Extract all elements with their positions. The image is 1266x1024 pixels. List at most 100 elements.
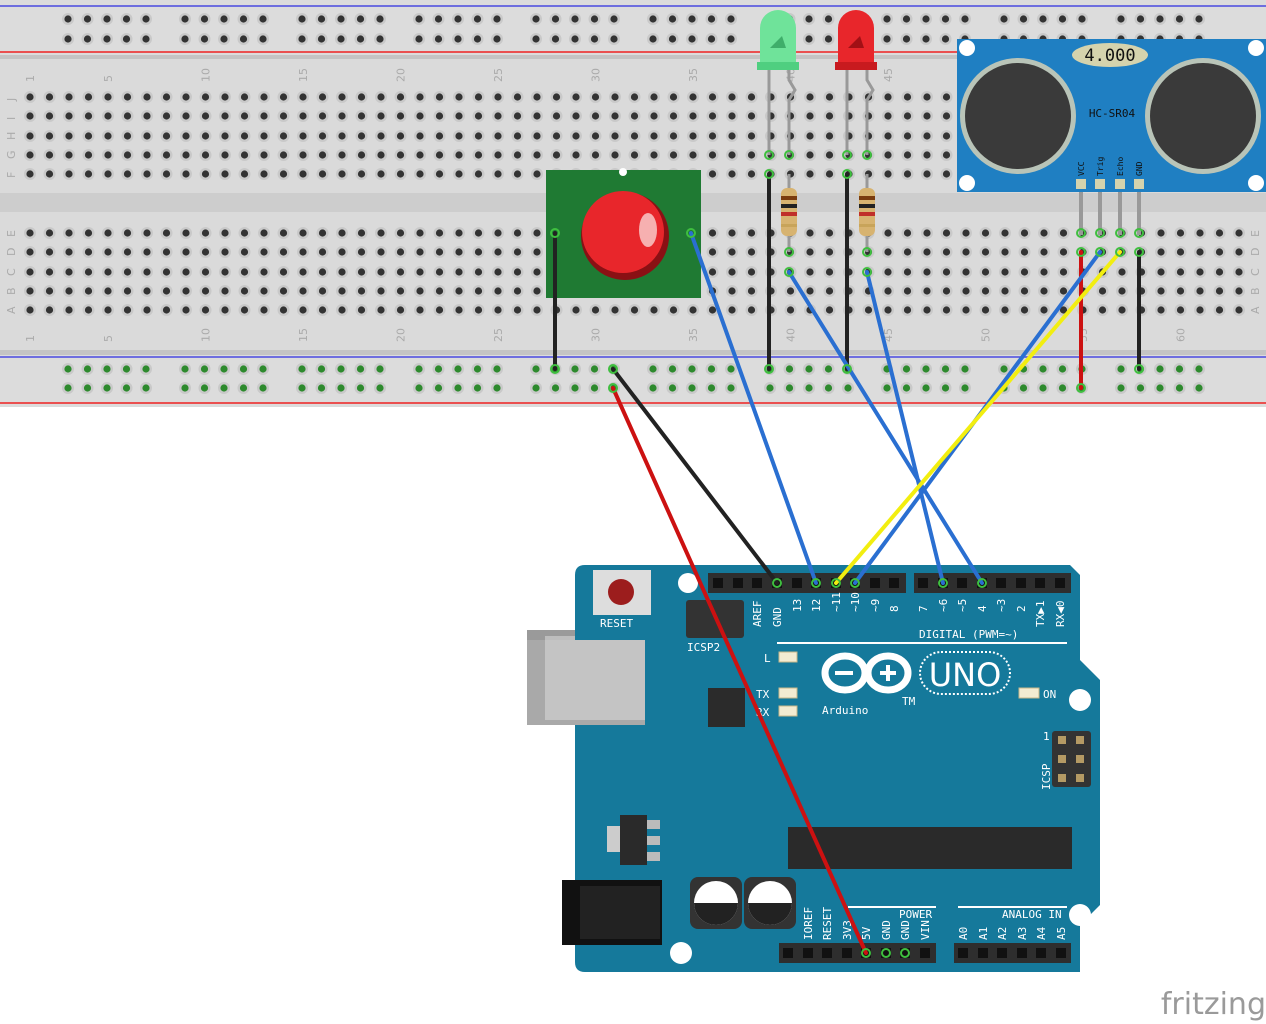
rail-hole-center: [1058, 384, 1067, 392]
breadboard-hole-center: [513, 132, 522, 140]
header-pin[interactable]: [978, 948, 988, 958]
power-pin-label: RESET: [821, 907, 834, 940]
breadboard-hole-center: [1020, 287, 1029, 295]
breadboard-hole-center: [221, 229, 229, 237]
header-pin[interactable]: [803, 948, 813, 958]
breadboard-hole-center: [143, 229, 151, 237]
rail-hole-center: [707, 35, 716, 43]
header-pin[interactable]: [958, 948, 968, 958]
digital-pin-label: 4: [976, 605, 989, 612]
breadboard-hole-center: [903, 151, 912, 159]
header-pin[interactable]: [870, 578, 880, 588]
button-cap[interactable]: [582, 191, 664, 273]
rail-hole-center: [1195, 384, 1203, 392]
header-pin[interactable]: [822, 948, 832, 958]
reset-button[interactable]: [593, 570, 651, 615]
breadboard-hole-center: [1215, 248, 1224, 256]
breadboard-hole-center: [455, 132, 463, 140]
header-pin[interactable]: [918, 578, 928, 588]
breadboard-hole-center: [84, 229, 93, 237]
wire-blue[interactable]: [689, 231, 818, 585]
rail-hole-center: [1078, 15, 1086, 23]
rail-hole-center: [824, 365, 833, 373]
wire-blue[interactable]: [865, 270, 945, 585]
breadboard-hole-center: [201, 287, 210, 295]
header-pin[interactable]: [996, 578, 1006, 588]
header-pin[interactable]: [1036, 948, 1046, 958]
breadboard-hole-center: [65, 229, 73, 237]
breadboard-hole-center: [689, 112, 697, 120]
breadboard-hole-center: [494, 268, 502, 276]
header-pin[interactable]: [900, 948, 910, 958]
rail-hole-center: [668, 384, 677, 392]
breadboard-hole-center: [689, 151, 697, 159]
header-pin[interactable]: [1016, 578, 1026, 588]
rail-hole-center: [551, 35, 560, 43]
breadboard-hole-center: [650, 112, 658, 120]
breadboard-hole-center: [201, 229, 210, 237]
breadboard-hole-center: [65, 112, 73, 120]
breadboard-hole-center: [396, 93, 405, 101]
header-pin[interactable]: [889, 578, 899, 588]
breadboard-hole-center: [923, 229, 931, 237]
breadboard-hole-center: [786, 287, 795, 295]
rail-hole-center: [122, 35, 131, 43]
rail-hole-center: [571, 15, 579, 23]
breadboard-hole-center: [494, 306, 502, 314]
breadboard-hole-center: [806, 112, 814, 120]
header-pin[interactable]: [752, 578, 762, 588]
sensor-pin-label: VCC: [1077, 161, 1086, 176]
header-pin[interactable]: [881, 948, 891, 958]
breadboard-hole-center: [416, 93, 424, 101]
rail-hole-center: [454, 384, 462, 392]
connection-point: [861, 948, 871, 958]
header-pin[interactable]: [920, 948, 930, 958]
breadboard-hole-center: [1020, 248, 1029, 256]
header-pin[interactable]: [997, 948, 1007, 958]
wire-red[interactable]: [611, 386, 868, 955]
rail-hole-center: [83, 35, 92, 43]
header-pin[interactable]: [783, 948, 793, 958]
header-pin[interactable]: [957, 578, 967, 588]
wire-yellow[interactable]: [834, 250, 1122, 585]
rail-hole-center: [727, 35, 735, 43]
header-pin[interactable]: [1017, 948, 1027, 958]
rail-hole-center: [1019, 15, 1028, 23]
breadboard-hole-center: [1196, 268, 1204, 276]
breadboard-hole-center: [825, 268, 834, 276]
breadboard-hole-center: [1196, 229, 1204, 237]
breadboard-hole-center: [923, 132, 931, 140]
wire-blue[interactable]: [787, 270, 984, 585]
push-button[interactable]: [546, 168, 701, 298]
breadboard-hole-center: [104, 93, 112, 101]
header-pin[interactable]: [713, 578, 723, 588]
breadboard-hole-center: [1059, 268, 1068, 276]
breadboard-hole-center: [182, 151, 190, 159]
header-pin[interactable]: [842, 948, 852, 958]
breadboard-hole-center: [942, 268, 951, 276]
header-pin[interactable]: [1055, 578, 1065, 588]
wire-black[interactable]: [611, 367, 779, 585]
breadboard-hole-center: [669, 132, 678, 140]
breadboard-hole-center: [533, 229, 541, 237]
header-pin[interactable]: [1035, 578, 1045, 588]
breadboard-hole-center: [1157, 248, 1165, 256]
header-pin[interactable]: [1056, 948, 1066, 958]
breadboard-hole-center: [1157, 287, 1165, 295]
breadboard-hole-center: [240, 287, 249, 295]
column-label: 40: [785, 68, 798, 82]
breadboard-hole-center: [318, 170, 327, 178]
sensor-model: HC-SR04: [1089, 107, 1136, 120]
breadboard-hole-center: [123, 248, 132, 256]
breadboard-hole-center: [318, 132, 327, 140]
breadboard-hole-center: [513, 112, 522, 120]
led-tx-label: TX: [756, 688, 770, 701]
rail-hole-center: [961, 384, 969, 392]
rail-hole-center: [356, 384, 365, 392]
header-pin[interactable]: [792, 578, 802, 588]
header-pin[interactable]: [733, 578, 743, 588]
breadboard-hole-center: [962, 287, 970, 295]
breadboard-hole-center: [435, 287, 444, 295]
rail-hole-center: [259, 35, 267, 43]
breadboard-hole-center: [260, 229, 268, 237]
